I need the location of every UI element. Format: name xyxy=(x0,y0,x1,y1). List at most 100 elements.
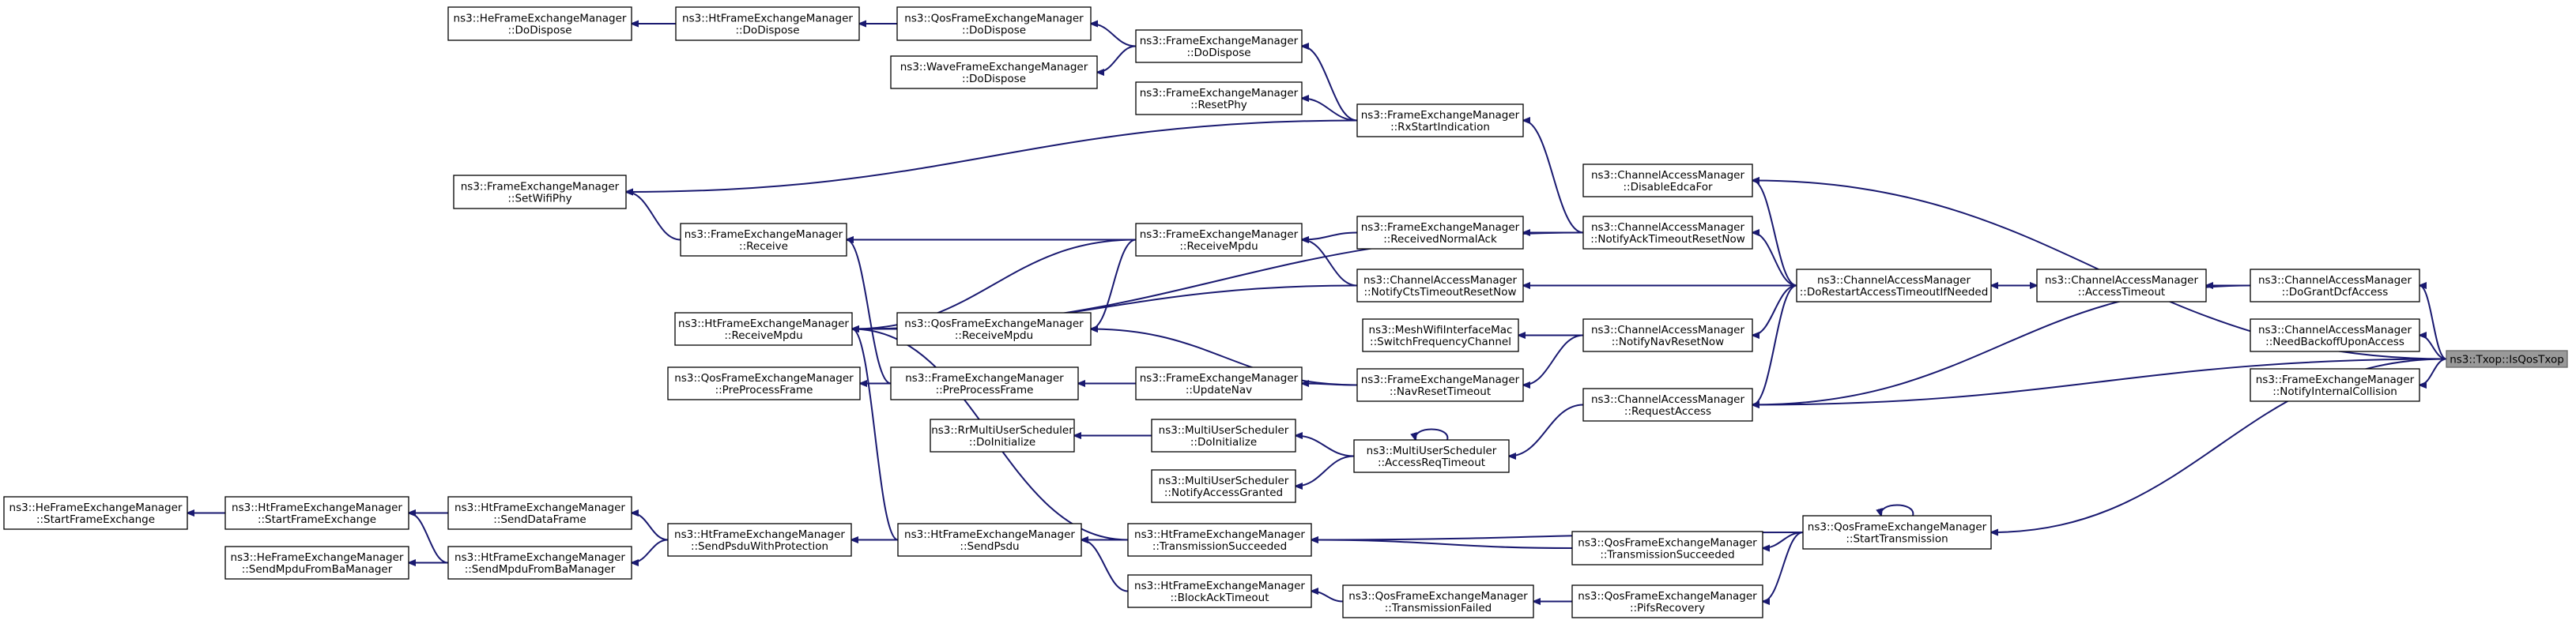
nodes: ns3::Txop::IsQosTxopns3::HeFrameExchange… xyxy=(3,6,2568,618)
node-label-line: ::DoGrantDcfAccess xyxy=(2282,286,2389,299)
node-label-line: ns3::HtFrameExchangeManager xyxy=(1134,580,1305,592)
node-box xyxy=(1353,439,1510,473)
node-ht-sendmpdufrombamanager[interactable]: ns3::HtFrameExchangeManager::SendMpduFro… xyxy=(447,546,632,580)
node-qos-dodispose[interactable]: ns3::QosFrameExchangeManager::DoDispose xyxy=(896,6,1092,41)
node-box xyxy=(896,6,1092,41)
node-box xyxy=(1151,419,1296,453)
node-label-line: ns3::Txop::IsQosTxop xyxy=(2450,354,2564,366)
node-box xyxy=(453,175,627,209)
node-label-line: ns3::FrameExchangeManager xyxy=(1140,35,1299,47)
node-label-line: ::StartTransmission xyxy=(1846,533,1948,546)
node-label-line: ns3::ChannelAccessManager xyxy=(1591,221,1745,234)
edge-ht_sendmpdufrombamanager-to-ht_startframeexchange xyxy=(409,513,449,564)
node-box xyxy=(3,496,188,530)
edge-ht_sendpsduwithprotection-to-ht_sendmpdufrombamanager xyxy=(632,539,669,563)
node-box xyxy=(1356,103,1524,137)
node-cam-accesstimeout[interactable]: ns3::ChannelAccessManager::AccessTimeout xyxy=(2036,269,2207,302)
node-label-line: ns3::FrameExchangeManager xyxy=(1140,228,1299,241)
node-box xyxy=(1356,368,1524,402)
edge-cam_requestaccess-to-mus_accessreqtimeout xyxy=(1509,404,1584,457)
node-label-line: ns3::HtFrameExchangeManager xyxy=(674,528,845,541)
node-ht-startframeexchange[interactable]: ns3::HtFrameExchangeManager::StartFrameE… xyxy=(224,496,409,530)
node-cam-disableedcafor[interactable]: ns3::ChannelAccessManager::DisableEdcaFo… xyxy=(1582,163,1753,197)
node-wave-dodispose[interactable]: ns3::WaveFrameExchangeManager::DoDispose xyxy=(890,55,1098,89)
node-qos-transmissionfailed[interactable]: ns3::QosFrameExchangeManager::Transmissi… xyxy=(1342,584,1534,618)
node-mus-doinitialize[interactable]: ns3::MultiUserScheduler::DoInitialize xyxy=(1151,419,1296,453)
node-label-line: ns3::FrameExchangeManager xyxy=(1361,109,1520,122)
node-cam-requestaccess[interactable]: ns3::ChannelAccessManager::RequestAccess xyxy=(1582,388,1753,422)
node-mesh-switchfrequencychannel[interactable]: ns3::MeshWifiInterfaceMac::SwitchFrequen… xyxy=(1362,318,1519,352)
node-label-line: ::NotifyInternalCollision xyxy=(2272,385,2397,398)
node-label-line: ::NotifyCtsTimeoutResetNow xyxy=(1363,286,1516,299)
node-cam-needbackoffuponaccess[interactable]: ns3::ChannelAccessManager::NeedBackoffUp… xyxy=(2250,318,2420,352)
node-label-line: ns3::FrameExchangeManager xyxy=(905,372,1064,385)
node-mus-accessreqtimeout[interactable]: ns3::MultiUserScheduler::AccessReqTimeou… xyxy=(1353,439,1510,473)
node-label-line: ns3::FrameExchangeManager xyxy=(461,181,620,194)
node-label-line: ::ReceiveMpdu xyxy=(724,329,802,342)
node-fem-notifyinternalcollision[interactable]: ns3::FrameExchangeManager::NotifyInterna… xyxy=(2250,368,2420,402)
node-qos-pifsrecovery[interactable]: ns3::QosFrameExchangeManager::PifsRecove… xyxy=(1571,584,1763,618)
node-cam-notifyctstimeoutresetnow[interactable]: ns3::ChannelAccessManager::NotifyCtsTime… xyxy=(1356,269,1524,302)
edge-cam_dorestart-to-cam_notifynavresetnow xyxy=(1752,284,1797,336)
node-label-line: ns3::FrameExchangeManager xyxy=(1140,372,1299,385)
node-he-sendmpdufrombamanager[interactable]: ns3::HeFrameExchangeManager::SendMpduFro… xyxy=(224,546,409,580)
node-fem-rxstartindication[interactable]: ns3::FrameExchangeManager::RxStartIndica… xyxy=(1356,103,1524,137)
node-label-line: ns3::HtFrameExchangeManager xyxy=(678,318,849,330)
node-ht-dodispose[interactable]: ns3::HtFrameExchangeManager::DoDispose xyxy=(675,6,860,41)
node-label-line: ::RxStartIndication xyxy=(1390,121,1490,133)
node-ht-sendpsduwithprotection[interactable]: ns3::HtFrameExchangeManager::SendPsduWit… xyxy=(667,523,852,557)
edge-ht_sendpsdu-to-ht_receivempdu xyxy=(852,329,899,541)
node-txop-isqostxop[interactable]: ns3::Txop::IsQosTxop xyxy=(2446,350,2568,368)
node-label-line: ::ResetPhy xyxy=(1190,99,1247,111)
node-cam-notifynavresetnow[interactable]: ns3::ChannelAccessManager::NotifyNavRese… xyxy=(1582,318,1753,352)
node-cam-dograntdcfaccess[interactable]: ns3::ChannelAccessManager::DoGrantDcfAcc… xyxy=(2250,269,2420,302)
node-label-line: ns3::ChannelAccessManager xyxy=(2045,274,2199,287)
node-box xyxy=(1356,269,1524,302)
node-label-line: ::NotifyNavResetNow xyxy=(1612,336,1724,348)
node-label-line: ::Receive xyxy=(739,240,788,253)
node-label-line: ::SetWifiPhy xyxy=(507,193,571,205)
node-qos-preprocessframe[interactable]: ns3::QosFrameExchangeManager::PreProcess… xyxy=(667,366,861,400)
node-ht-sendpsdu[interactable]: ns3::HtFrameExchangeManager::SendPsdu xyxy=(897,523,1082,557)
node-box xyxy=(1796,269,1992,302)
node-fem-navresettimeout[interactable]: ns3::FrameExchangeManager::NavResetTimeo… xyxy=(1356,368,1524,402)
node-ht-senddataframe[interactable]: ns3::HtFrameExchangeManager::SendDataFra… xyxy=(447,496,632,530)
node-label-line: ns3::ChannelAccessManager xyxy=(2258,274,2412,287)
node-fem-updatenav[interactable]: ns3::FrameExchangeManager::UpdateNav xyxy=(1135,366,1303,400)
node-ht-blockacktimeout[interactable]: ns3::HtFrameExchangeManager::BlockAckTim… xyxy=(1127,574,1312,608)
node-label-line: ::SendPsdu xyxy=(960,540,1019,553)
edge-txop_isqostxop-to-cam_requestaccess xyxy=(1752,358,2447,405)
node-box xyxy=(1802,515,1992,550)
node-he-dodispose[interactable]: ns3::HeFrameExchangeManager::DoDispose xyxy=(447,6,632,41)
node-he-startframeexchange[interactable]: ns3::HeFrameExchangeManager::StartFrameE… xyxy=(3,496,188,530)
node-label-line: ns3::MultiUserScheduler xyxy=(1159,475,1289,487)
node-mus-notifyaccessgranted[interactable]: ns3::MultiUserScheduler::NotifyAccessGra… xyxy=(1151,469,1296,503)
node-box xyxy=(1127,523,1312,557)
node-fem-dodispose[interactable]: ns3::FrameExchangeManager::DoDispose xyxy=(1135,29,1303,63)
node-fem-receivednormalack[interactable]: ns3::FrameExchangeManager::ReceivedNorma… xyxy=(1356,216,1524,250)
node-ht-transmissionsucceeded[interactable]: ns3::HtFrameExchangeManager::Transmissio… xyxy=(1127,523,1312,557)
node-label-line: ::ReceiveMpdu xyxy=(955,329,1033,342)
node-ht-receivempdu[interactable]: ns3::HtFrameExchangeManager::ReceiveMpdu xyxy=(674,312,853,346)
node-qos-receivempdu[interactable]: ns3::QosFrameExchangeManager::ReceiveMpd… xyxy=(896,312,1092,346)
node-label-line: ns3::FrameExchangeManager xyxy=(2256,374,2415,386)
edge-qos_transmissionsucceeded-to-ht_transmissionsucceeded xyxy=(1311,540,1573,549)
node-cam-dorestart[interactable]: ns3::ChannelAccessManager::DoRestartAcce… xyxy=(1796,269,1992,302)
node-fem-preprocessframe[interactable]: ns3::FrameExchangeManager::PreProcessFra… xyxy=(890,366,1079,400)
node-label-line: ::PifsRecovery xyxy=(1630,602,1705,614)
node-qos-starttransmission[interactable]: ns3::QosFrameExchangeManager::StartTrans… xyxy=(1802,515,1992,550)
node-box xyxy=(1135,29,1303,63)
node-label-line: ::StartFrameExchange xyxy=(258,513,376,526)
node-label-line: ns3::ChannelAccessManager xyxy=(2258,324,2412,336)
node-label-line: ns3::HtFrameExchangeManager xyxy=(904,528,1075,541)
node-label-line: ns3::QosFrameExchangeManager xyxy=(674,372,854,385)
node-fem-receive[interactable]: ns3::FrameExchangeManager::Receive xyxy=(680,223,847,257)
node-label-line: ::DoDispose xyxy=(507,24,571,37)
node-label-line: ns3::HeFrameExchangeManager xyxy=(9,502,183,514)
node-fem-setwifiphy[interactable]: ns3::FrameExchangeManager::SetWifiPhy xyxy=(453,175,627,209)
node-fem-resetphy[interactable]: ns3::FrameExchangeManager::ResetPhy xyxy=(1135,81,1303,115)
node-cam-notifyacktimeoutresetnow[interactable]: ns3::ChannelAccessManager::NotifyAckTime… xyxy=(1582,216,1753,250)
node-fem-receivempdu[interactable]: ns3::FrameExchangeManager::ReceiveMpdu xyxy=(1135,223,1303,257)
node-qos-transmissionsucceeded[interactable]: ns3::QosFrameExchangeManager::Transmissi… xyxy=(1571,531,1763,566)
node-rr-doinitialize[interactable]: ns3::RrMultiUserScheduler::DoInitialize xyxy=(930,419,1075,453)
